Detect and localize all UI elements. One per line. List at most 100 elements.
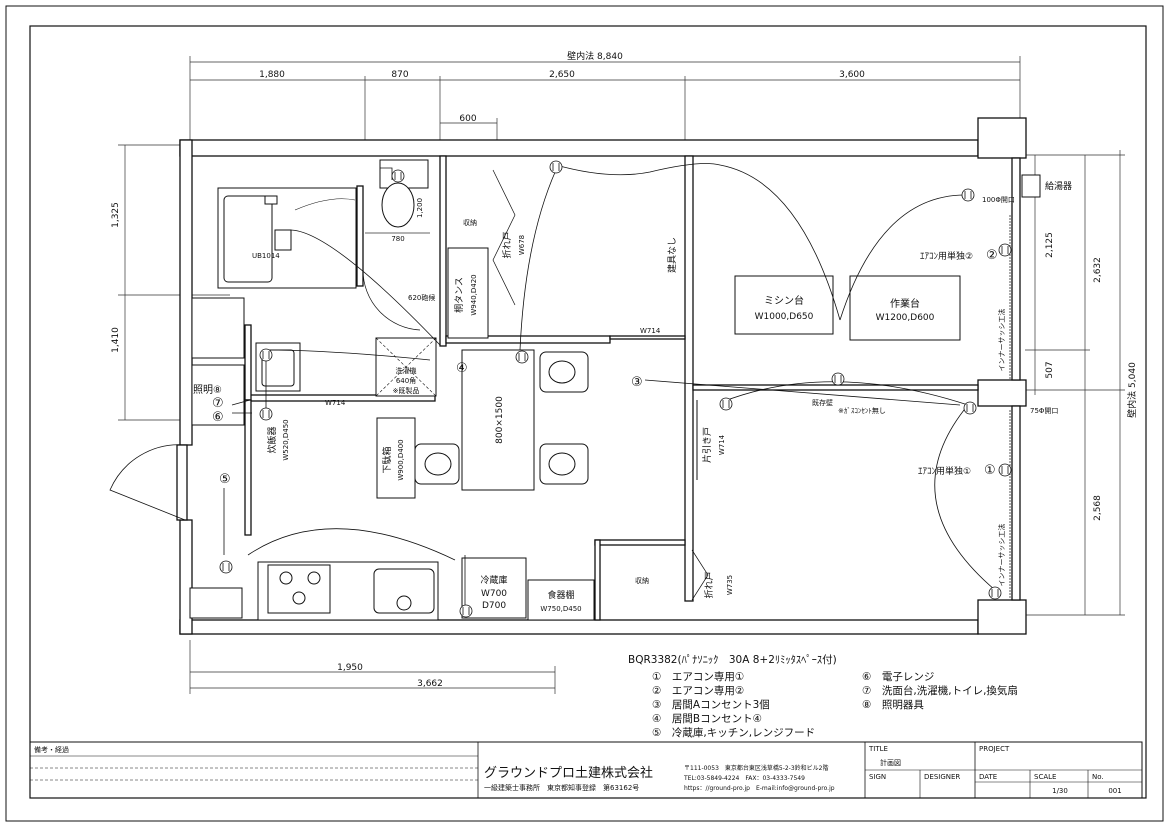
top-dimensions: 壁内法 8,840 1,880 870 2,650 3,600 600 — [189, 50, 1021, 140]
dim-2632: 2,632 — [1093, 257, 1103, 283]
legend-left-4: ④ 居間Bコンセント④ — [652, 713, 762, 725]
reizo-w: W700 — [481, 589, 507, 599]
dim-870: 870 — [391, 70, 408, 80]
right-dimensions: 2,125 2,632 507 2,568 壁内法 5,040 — [1025, 150, 1138, 616]
washing-machine: 洗濯機 640角 ※既製品 — [375, 337, 437, 397]
dim-3600: 3,600 — [839, 70, 865, 80]
sheet-border — [5, 5, 1164, 822]
geta-label: 下駄箱 — [381, 446, 393, 473]
storage-left-2 — [191, 364, 245, 426]
no-label: No. — [1092, 773, 1104, 781]
entrance-door-swing — [109, 444, 186, 521]
orido-1-size: W678 — [518, 235, 526, 255]
wash-note: ※既製品 — [393, 386, 420, 395]
orido-1-label: 折れ戸 — [501, 231, 513, 258]
company-web: https：//ground-pro.jp E-mail:info@ground… — [684, 785, 835, 792]
legend-right-3: ⑧ 照明器具 — [862, 699, 924, 711]
shuno-1-label: 収納 — [463, 218, 477, 227]
mishin-label: ミシン台 — [764, 294, 804, 307]
project-label: PROJECT — [979, 745, 1010, 753]
company-name: グラウンドプロ土建株式会社 — [484, 765, 653, 781]
shomei-label: 照明⑧ — [193, 384, 222, 396]
legend-left-3: ③ 居間Aコンセント3個 — [652, 698, 770, 711]
dim-3662: 3,662 — [417, 679, 443, 689]
outlets — [219, 160, 1012, 618]
kaiko-100: 100Φ開口 — [982, 196, 1015, 204]
circuit-label-3: ③ — [631, 375, 643, 390]
shokki-size: W750,D450 — [540, 605, 581, 613]
suihan-size: W520,D450 — [282, 419, 290, 460]
wash-size: 640角 — [396, 376, 416, 385]
aircon-1-label: ｴｱｺﾝ用単独① — [918, 465, 971, 477]
date-label: DATE — [979, 773, 997, 781]
mishin-size: W1000,D650 — [755, 312, 814, 322]
kiri-tansu-size: W940,D420 — [470, 274, 478, 315]
scale-value: 1/30 — [1052, 787, 1068, 795]
bath-label: UB1014 — [252, 252, 280, 260]
title-label: TITLE — [868, 745, 888, 753]
dim-2568: 2,568 — [1093, 495, 1103, 521]
storage-left-1 — [191, 297, 245, 359]
designer-label: DESIGNER — [924, 773, 960, 781]
circuit-label-4: ④ — [456, 361, 468, 376]
w714-b: W714 — [325, 399, 346, 407]
suihan-label: 炊飯器 — [266, 426, 278, 453]
circuit-label-2: ② — [986, 248, 998, 263]
shuno-2-label: 収納 — [635, 576, 649, 585]
aircon-2-label: ｴｱｺﾝ用単独② — [920, 250, 973, 262]
table-size: 800×1500 — [495, 396, 505, 444]
sagyo-size: W1200,D600 — [876, 313, 935, 323]
legend-left-1: ① エアコン専用① — [652, 671, 744, 683]
kitchen-counter — [257, 561, 439, 621]
company-tel: TEL:03-5849-4224 FAX：03-4333-7549 — [683, 775, 805, 782]
folding-door-1 — [492, 169, 516, 306]
sign-label: SIGN — [869, 773, 886, 781]
geta-box — [376, 417, 416, 499]
bowl-label: 620砲候 — [408, 293, 435, 302]
title-block: 備考・経過 グラウンドプロ土建株式会社 一級建築士事務所 東京都知事登録 第63… — [29, 741, 1143, 799]
legend-left-5: ⑤ 冷蔵庫,キッチン,レンジフード — [652, 726, 815, 739]
dim-1880: 1,880 — [259, 70, 285, 80]
kitchen-wire — [247, 528, 456, 561]
kiri-tansu-label: 桐タンス — [453, 277, 465, 313]
dim-600: 600 — [459, 114, 476, 124]
reizo-box — [461, 557, 527, 619]
kaihiki-size: W714 — [718, 434, 726, 455]
toilet-dim-1200: 1,200 — [416, 198, 424, 218]
circuit-legend: BQR3382(ﾊﾟﾅｿﾆｯｸ 30A 8+2ﾘﾐｯﾀｽﾍﾟｰｽ付) ① エアコ… — [628, 653, 1018, 739]
dim-1950: 1,950 — [337, 663, 363, 673]
shokki-label: 食器棚 — [547, 589, 574, 601]
shokki-box — [527, 579, 595, 621]
storage-bottom-left — [189, 587, 243, 619]
dim-total-width: 壁内法 8,840 — [567, 50, 623, 62]
company-license: 一級建築士事務所 東京都知事登録 第63162号 — [484, 783, 639, 792]
circuit-label-5: ⑤ — [219, 472, 231, 487]
legend-right-1: ⑥ 電子レンジ — [862, 671, 934, 683]
dim-507: 507 — [1045, 361, 1055, 378]
w714-a: W714 — [640, 327, 661, 335]
walls — [176, 117, 1027, 635]
bikou-label: 備考・経過 — [34, 745, 69, 754]
wash-label: 洗濯機 — [396, 366, 417, 375]
kaiko-75: 75Φ開口 — [1030, 407, 1058, 415]
kison-label: 既存壁 — [812, 398, 833, 407]
legend-right-2: ⑦ 洗面台,洗濯機,トイレ,換気扇 — [862, 684, 1018, 697]
dim-2650: 2,650 — [549, 70, 575, 80]
kyuto-label: 給湯器 — [1045, 180, 1072, 192]
gas-note: ※ｶﾞｽｺﾝｾﾝﾄ無し — [838, 406, 886, 415]
dim-2125: 2,125 — [1045, 232, 1055, 258]
dining-set: 800×1500 — [414, 349, 589, 491]
dim-1410: 1,410 — [111, 327, 121, 353]
bottom-dimensions: 1,950 3,662 — [189, 640, 556, 694]
legend-header: BQR3382(ﾊﾟﾅｿﾆｯｸ 30A 8+2ﾘﾐｯﾀｽﾍﾟｰｽ付) — [628, 653, 837, 666]
geta-size: W900,D400 — [397, 439, 405, 480]
dim-1325: 1,325 — [111, 202, 121, 228]
bathroom: UB1014 — [217, 187, 357, 289]
sanitary-door-swing — [362, 269, 421, 331]
circuit-label-1: ① — [984, 463, 996, 478]
toilet: 1,200 780 — [365, 159, 430, 243]
dim-total-height: 壁内法 5,040 — [1126, 362, 1138, 418]
kiri-tansu-box — [447, 247, 489, 339]
reizo-d: D700 — [482, 601, 506, 611]
